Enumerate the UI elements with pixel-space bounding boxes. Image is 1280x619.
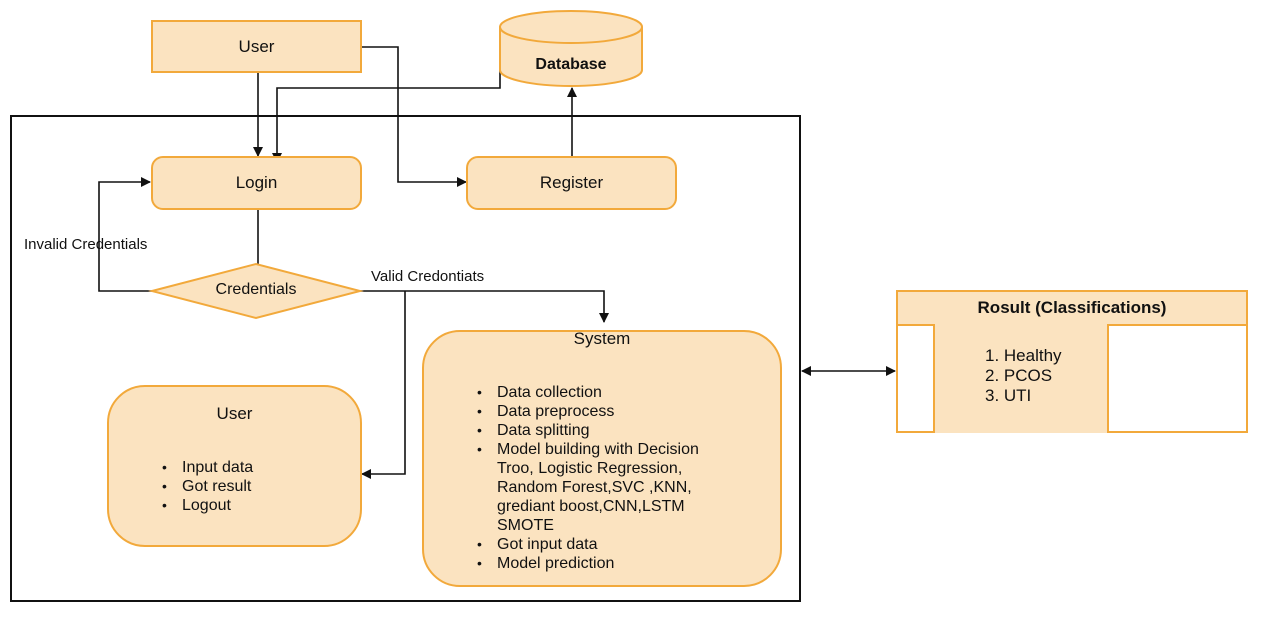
list-item: Model building with Decision [477,440,699,459]
user-node-label: User [238,36,275,56]
result-node: Rosult (Classifications) 1. Healthy 2. P… [896,290,1248,433]
login-node: Login [151,156,362,210]
user-node: User [151,20,362,73]
edge-valid-system [360,290,609,323]
system-boundary [10,115,801,602]
user-actions-title: User [216,404,253,423]
edge-invalid-loop [98,177,154,292]
result-list-panel: 1. Healthy 2. PCOS 3. UTI [933,324,1109,433]
list-item: Got result [162,477,253,496]
user-actions-node: User Input data Got result Logout [107,385,362,547]
list-item: 2. PCOS [985,366,1053,385]
valid-credentials-label: Valid Credontiats [371,268,485,285]
result-title: Rosult (Classifications) [898,292,1246,326]
credentials-diamond [148,262,364,320]
list-item-continuation: SMOTE [497,517,554,534]
list-item: Input data [162,458,253,477]
list-item: Data preprocess [477,402,699,421]
list-item: 3. UTI [985,386,1032,405]
edge-valid-user [361,291,406,479]
list-item: Data splitting [477,421,699,440]
system-title: System [573,329,631,348]
system-steps-list: Data collection Data preprocess Data spl… [477,383,699,573]
register-node-label: Register [539,173,604,192]
edge-database-login [272,70,501,163]
list-item-continuation: grediant boost,CNN,LSTM [497,498,685,515]
invalid-credentials-label: Invalid Credentials [24,236,148,253]
edge-user-register [362,46,467,187]
list-item-continuation: Troo, Logistic Regression, [497,460,683,477]
register-node: Register [466,156,677,210]
user-actions-list: Input data Got result Logout [162,458,253,515]
database-label: Database [535,56,607,73]
list-item: 1. Healthy [985,346,1062,365]
login-node-label: Login [235,173,278,192]
credentials-label: Credentials [215,281,297,298]
system-node: System Data collection Data preprocess D… [422,329,782,587]
list-item: Got input data [477,535,699,554]
list-item: Model prediction [477,554,699,573]
database-node [499,10,643,87]
list-item-continuation: Random Forest,SVC ,KNN, [497,479,692,496]
list-item: Data collection [477,383,699,402]
list-item: Logout [162,496,253,515]
result-list: 1. Healthy 2. PCOS 3. UTI [985,346,1062,406]
